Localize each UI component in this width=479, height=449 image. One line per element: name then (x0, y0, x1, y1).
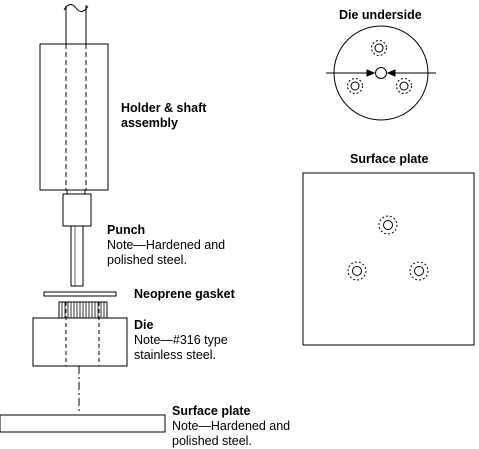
surface-plate-top (302, 172, 475, 346)
surface-plate-side-note-line1: Note—Hardened and (172, 419, 291, 433)
die-label: Die Note—#316 type stainless steel. (134, 318, 228, 363)
die-note-line1: Note—#316 type (134, 333, 228, 347)
holder-title-line1: Holder & shaft (121, 101, 207, 115)
surface-plate-side-note-line2: polished steel. (172, 434, 252, 448)
surface-plate-side-title: Surface plate (172, 404, 251, 418)
punch-note-line2: polished steel. (107, 253, 187, 267)
die-body (32, 317, 128, 367)
holder-title-line2: assembly (121, 116, 178, 130)
holder-body (39, 43, 109, 191)
gasket-label: Neoprene gasket (134, 287, 235, 302)
surface-plate-side-label: Surface plate Note—Hardened and polished… (172, 404, 290, 449)
gasket-title: Neoprene gasket (134, 287, 235, 301)
neoprene-gasket (43, 291, 117, 297)
surface-plate-top-title: Surface plate (350, 152, 429, 166)
punch-note-line1: Note—Hardened and (107, 238, 226, 252)
punch-rod (70, 225, 84, 287)
die-underside-title: Die underside (339, 8, 422, 22)
die-note-line2: stainless steel. (134, 348, 216, 362)
holder-label: Holder & shaft assembly (121, 101, 206, 131)
punch-label: Punch Note—Hardened and polished steel. (107, 223, 225, 268)
punch-head (62, 193, 92, 227)
holder-connector (66, 189, 86, 195)
die-title: Die (134, 318, 154, 332)
punch-title: Punch (107, 223, 146, 237)
surface-plate-side (0, 414, 166, 433)
shaft-break-line (63, 4, 89, 12)
